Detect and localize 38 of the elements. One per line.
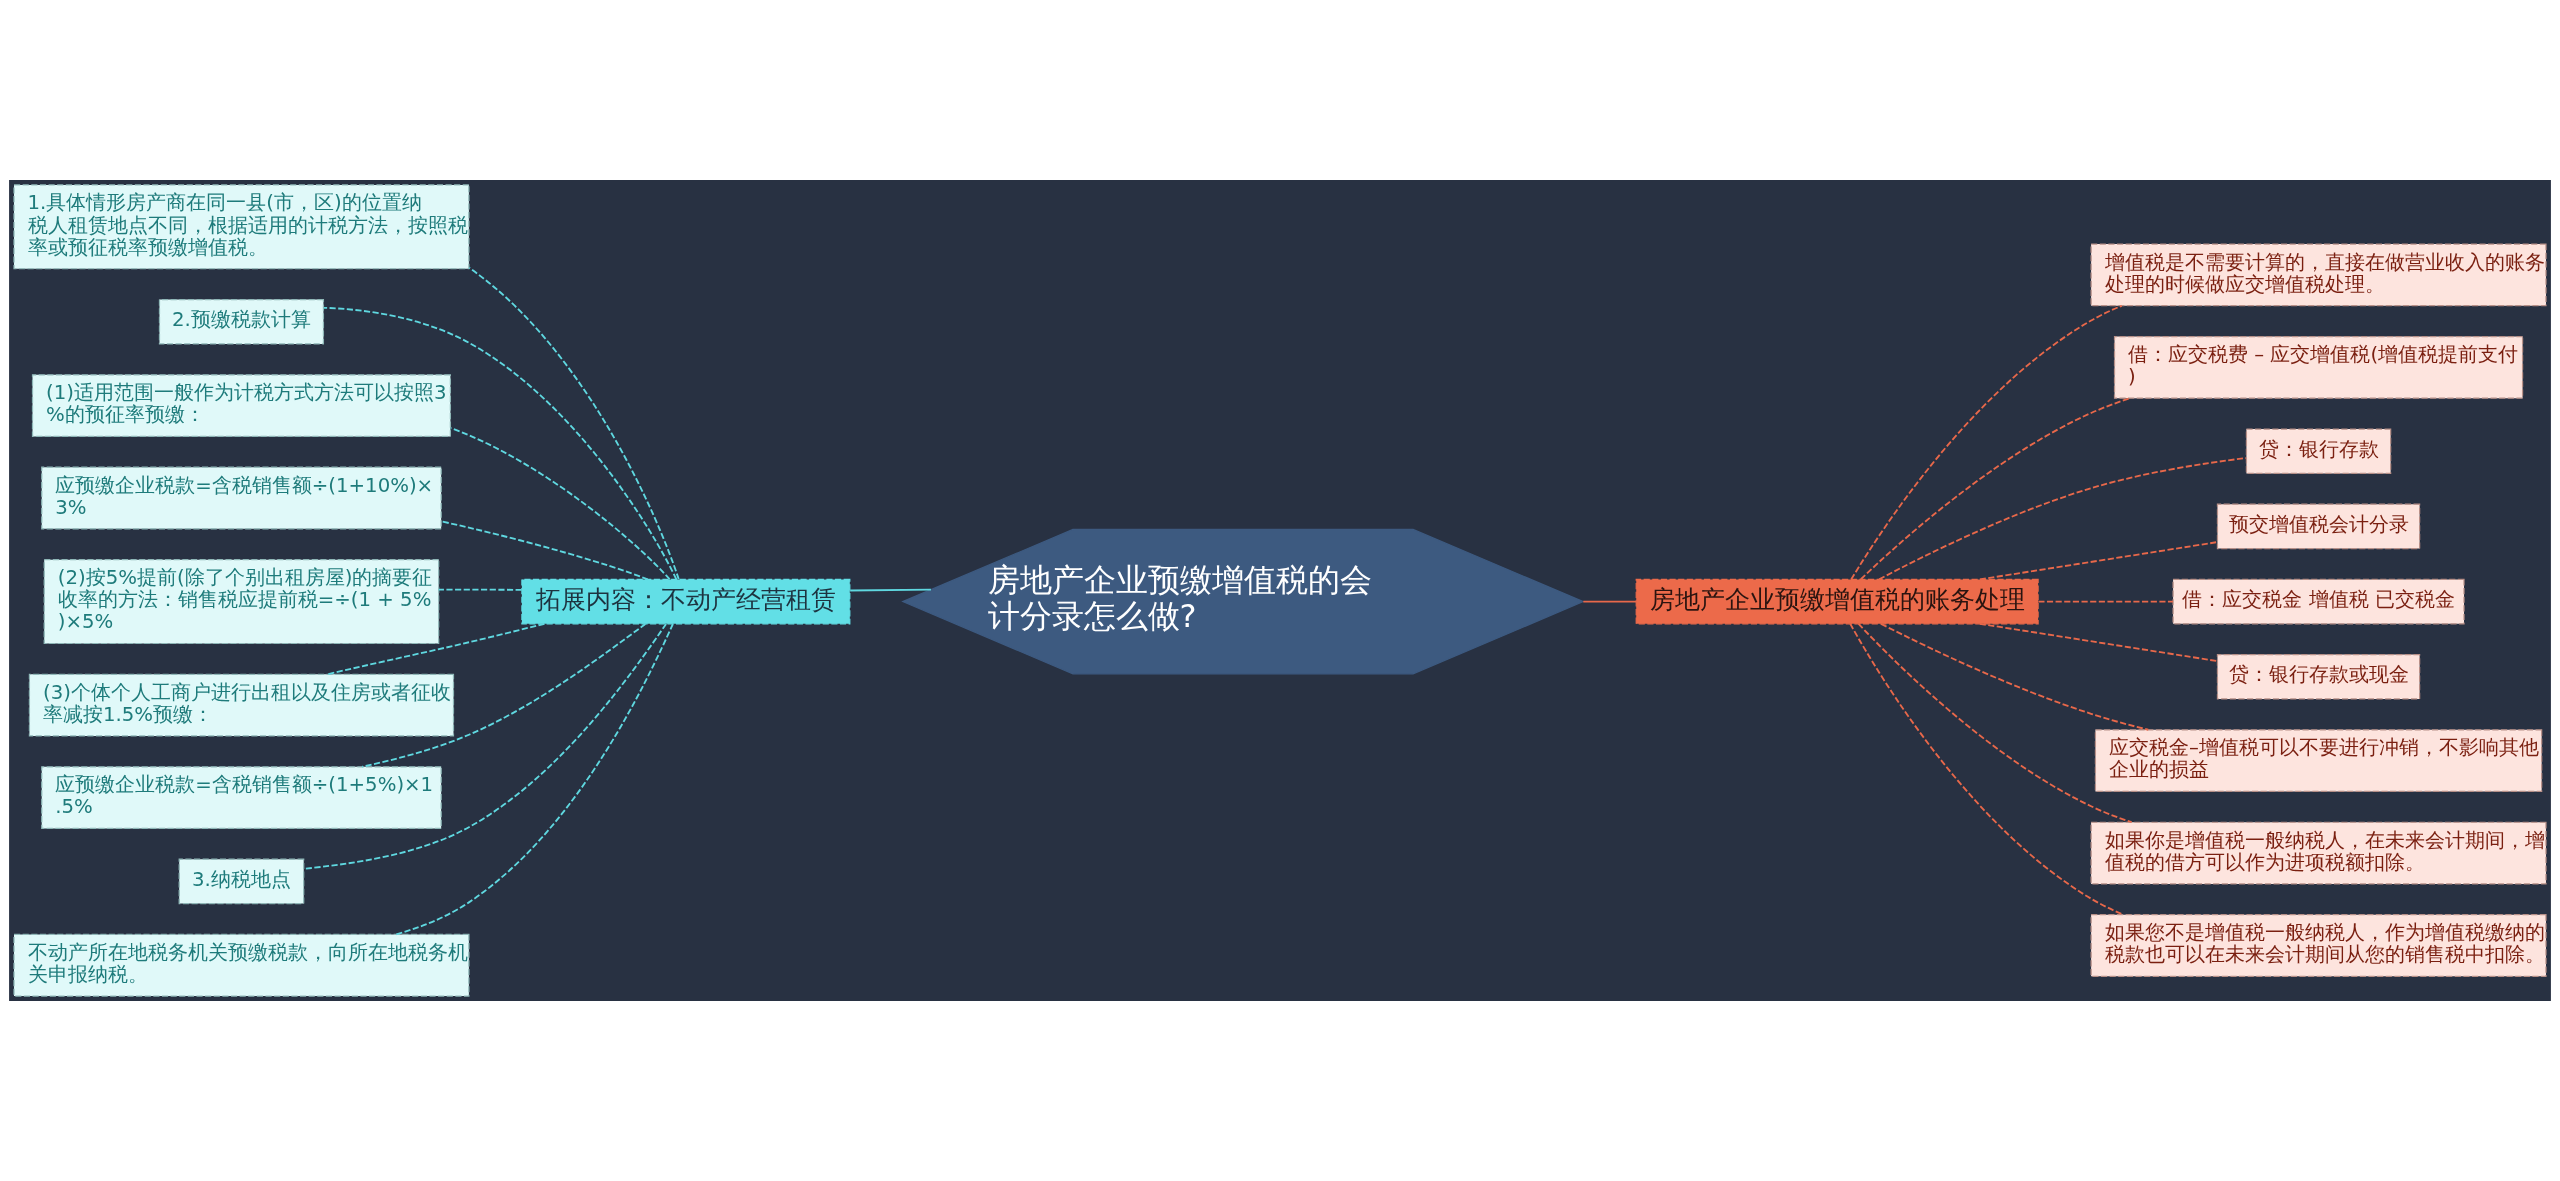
connector — [2037, 600, 2174, 603]
node-box: 应交税金–增值税可以不要进行冲销，不影响其他企业的损益 — [2094, 729, 2543, 793]
node-box: (1)适用范围一般作为计税方式方法可以按照3%的预征率预缴： — [31, 374, 451, 438]
connector — [1880, 623, 2150, 731]
connector — [849, 588, 932, 592]
node-box: 房地产企业预缴增值税的账务处理 — [1635, 578, 2039, 625]
connector — [440, 520, 649, 581]
node-box: 借：应交税金 增值税 已交税金 — [2172, 578, 2465, 625]
node-box: 预交增值税会计分录 — [2216, 503, 2421, 550]
connector — [323, 306, 678, 581]
connector — [437, 588, 523, 591]
connector — [361, 623, 647, 768]
connector — [1978, 541, 2219, 581]
connector — [1857, 622, 2133, 824]
node-box: 应预缴企业税款=含税销售额÷(1+5%)×1.5% — [41, 766, 442, 830]
connector — [1859, 397, 2131, 581]
node-box: 如果你是增值税一般纳税人，在未来会计期间，增值税的借方可以作为进项税额扣除。 — [2090, 821, 2547, 885]
connector — [1582, 600, 1638, 603]
node-box: 2.预缴税款计算 — [158, 298, 325, 345]
node-box: 拓展内容：不动产经营租赁 — [521, 578, 851, 625]
connector — [1978, 622, 2219, 662]
node-box: (3)个体个人工商户进行出租以及住房或者征收率减按1.5%预缴： — [28, 673, 455, 737]
connector — [395, 623, 674, 936]
node-box: 贷：银行存款 — [2245, 428, 2392, 474]
connector — [1850, 304, 2123, 581]
node-box: 1.具体情形房产商在同一县(市，区)的位置纳税人租赁地点不同，根据适用的计税方法，按照税率或预征税率预缴增值税。 — [13, 184, 470, 270]
node-box: 贷：银行存款或现金 — [2216, 654, 2421, 700]
node-box: (2)按5%提前(除了个别出租房屋)的摘要征收率的方法：销售税应提前税=÷(1 + 5%)×5% — [43, 559, 440, 645]
node-box: 3.纳税地点 — [178, 858, 305, 905]
node-box: 应预缴企业税款=含税销售额÷(1+10%)×3% — [41, 466, 442, 530]
node-box: 增值税是不需要计算的，直接在做营业收入的账务处理的时候做应交增值税处理。 — [2090, 243, 2547, 307]
connector — [326, 622, 546, 676]
node-box: 不动产所在地税务机关预缴税款，向所在地税务机关申报纳税。 — [13, 933, 470, 997]
connector — [468, 266, 680, 581]
connector — [1878, 457, 2247, 581]
connector — [449, 427, 671, 581]
node-box: 如果您不是增值税一般纳税人，作为增值税缴纳的税款也可以在未来会计期间从您的销售税中扣除。 — [2090, 914, 2547, 977]
node-box: 借：应交税费 – 应交增值税(增值税提前支付) — [2113, 335, 2524, 399]
